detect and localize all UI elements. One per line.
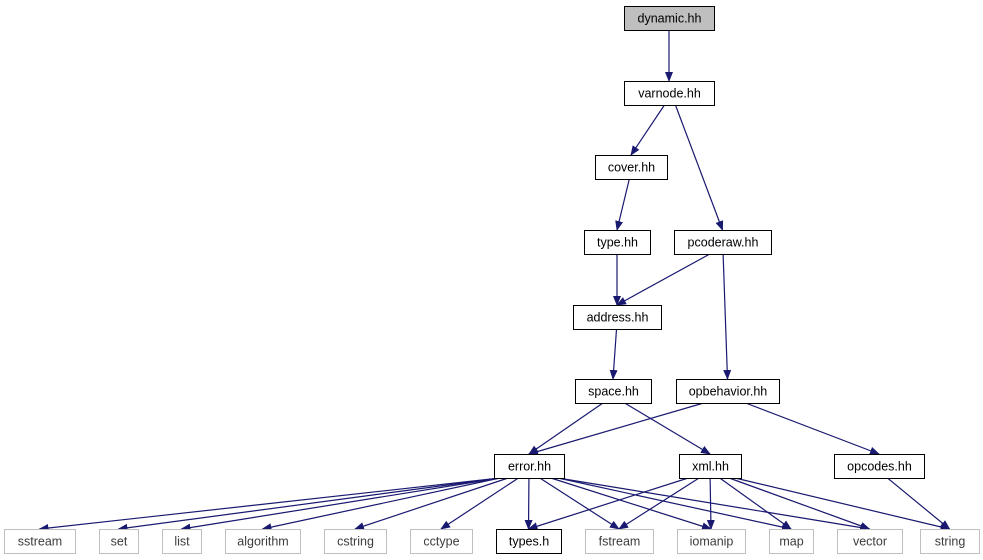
edge-opbehavior_hh-to-error_hh — [528, 402, 704, 456]
node-sstream: sstream — [4, 529, 76, 554]
edge-cover_hh-to-type_hh — [615, 178, 630, 231]
node-box — [225, 529, 301, 554]
node-map: map — [769, 529, 814, 554]
node-box — [677, 529, 746, 554]
node-box — [674, 230, 772, 255]
node-box — [324, 529, 387, 554]
node-label: error.hh — [508, 460, 551, 474]
node-string: string — [920, 529, 980, 554]
node-label: cctype — [423, 535, 459, 549]
node-label: set — [111, 535, 128, 549]
edge-xml_hh-to-map — [719, 477, 792, 530]
edge-error_hh-to-vector — [557, 477, 871, 532]
node-label: opbehavior.hh — [689, 385, 768, 399]
edge-error_hh-to-fstream — [539, 477, 620, 530]
node-box — [4, 529, 76, 554]
node-label: cover.hh — [608, 161, 655, 175]
node-set: set — [99, 529, 139, 554]
node-label: varnode.hh — [638, 87, 701, 101]
node-list: list — [162, 529, 202, 554]
node-box — [496, 529, 562, 554]
node-label: dynamic.hh — [638, 12, 702, 26]
node-label: space.hh — [588, 385, 639, 399]
edge-space_hh-to-xml_hh — [624, 402, 711, 455]
edge-address_hh-to-space_hh — [609, 328, 618, 380]
node-box — [595, 155, 668, 180]
node-pcoderaw-hh[interactable]: pcoderaw.hh — [674, 230, 772, 255]
node-box — [162, 529, 202, 554]
node-box — [573, 305, 662, 330]
node-opcodes-hh[interactable]: opcodes.hh — [834, 454, 925, 479]
node-label: fstream — [599, 535, 641, 549]
edge-space_hh-to-error_hh — [528, 402, 604, 455]
edge-pcoderaw_hh-to-address_hh — [616, 253, 711, 306]
node-label: list — [174, 535, 190, 549]
node-xml-hh[interactable]: xml.hh — [679, 454, 742, 479]
node-label: map — [779, 535, 803, 549]
node-label: sstream — [18, 535, 62, 549]
edge-error_hh-to-sstream — [38, 477, 501, 532]
node-box — [575, 379, 652, 404]
node-opbehavior-hh[interactable]: opbehavior.hh — [676, 379, 780, 404]
node-error-hh[interactable]: error.hh — [494, 454, 565, 479]
edge-opcodes_hh-to-string — [887, 477, 951, 530]
edge-error_hh-to-cctype — [440, 477, 519, 530]
node-label: iomanip — [690, 535, 734, 549]
nodes-layer: dynamic.hh varnode.hh cover.hh type.hh pcode… — [4, 6, 980, 554]
node-box — [584, 230, 651, 255]
node-box — [410, 529, 473, 554]
node-label: types.h — [509, 535, 549, 549]
node-dynamic-hh[interactable]: dynamic.hh — [624, 6, 715, 31]
node-algorithm: algorithm — [225, 529, 301, 554]
node-box — [676, 379, 780, 404]
node-cctype: cctype — [410, 529, 473, 554]
edge-varnode_hh-to-cover_hh — [630, 104, 665, 156]
node-varnode-hh[interactable]: varnode.hh — [624, 81, 715, 106]
edge-error_hh-to-cstring — [354, 477, 509, 530]
node-vector: vector — [837, 529, 903, 554]
node-cover-hh[interactable]: cover.hh — [595, 155, 668, 180]
edge-xml_hh-to-types_h — [527, 477, 689, 531]
node-label: xml.hh — [692, 460, 729, 474]
node-box — [624, 81, 715, 106]
node-box — [585, 529, 654, 554]
edge-error_hh-to-map — [557, 477, 792, 531]
node-label: cstring — [337, 535, 374, 549]
node-space-hh[interactable]: space.hh — [575, 379, 652, 404]
node-box — [769, 529, 814, 554]
node-box — [624, 6, 715, 31]
node-type-hh[interactable]: type.hh — [584, 230, 651, 255]
edge-pcoderaw_hh-to-opbehavior_hh — [722, 253, 732, 380]
node-label: type.hh — [597, 236, 638, 250]
node-box — [920, 529, 980, 554]
node-label: algorithm — [237, 535, 288, 549]
edge-error_hh-to-list — [180, 477, 501, 532]
node-box — [99, 529, 139, 554]
edge-xml_hh-to-iomanip — [706, 477, 715, 530]
edge-xml_hh-to-fstream — [618, 477, 700, 530]
edge-error_hh-to-algorithm — [261, 477, 501, 532]
edge-opbehavior_hh-to-opcodes_hh — [745, 402, 880, 455]
edge-error_hh-to-set — [117, 477, 501, 532]
node-iomanip: iomanip — [677, 529, 746, 554]
node-cstring: cstring — [324, 529, 387, 554]
node-label: pcoderaw.hh — [688, 236, 759, 250]
node-label: address.hh — [587, 311, 649, 325]
edge-error_hh-to-iomanip — [550, 477, 712, 531]
node-address-hh[interactable]: address.hh — [573, 305, 662, 330]
node-fstream: fstream — [585, 529, 654, 554]
node-box — [834, 454, 925, 479]
node-label: vector — [853, 535, 887, 549]
node-box — [679, 454, 742, 479]
node-box — [494, 454, 565, 479]
edges-layer — [38, 30, 951, 532]
node-label: opcodes.hh — [847, 460, 912, 474]
node-types-h[interactable]: types.h — [496, 529, 562, 554]
edge-xml_hh-to-vector — [728, 477, 871, 530]
node-box — [837, 529, 903, 554]
edge-xml_hh-to-string — [734, 477, 951, 531]
edge-varnode_hh-to-pcoderaw_hh — [674, 104, 724, 231]
node-label: string — [935, 535, 966, 549]
